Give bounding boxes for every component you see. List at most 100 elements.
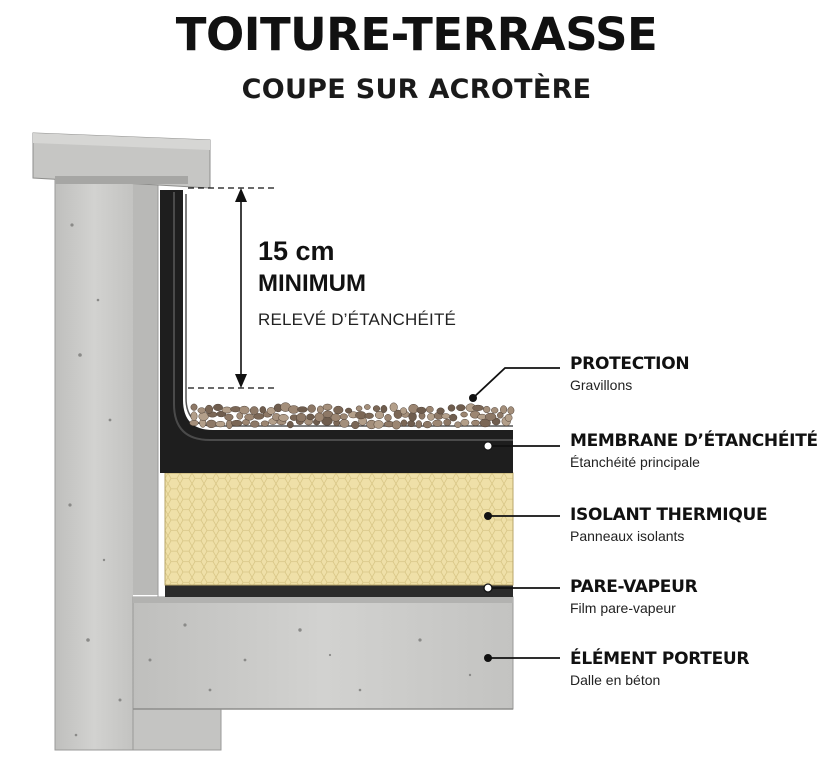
gravel-pebble xyxy=(250,420,260,428)
gravel-pebble xyxy=(364,412,374,419)
gravel-layer xyxy=(189,402,515,430)
gravel-pebble xyxy=(239,405,250,415)
label-membrane-desc: Étanchéité principale xyxy=(570,454,700,470)
gravel-pebble xyxy=(441,413,451,419)
gravel-pebble xyxy=(244,413,255,421)
label-membrane-name: MEMBRANE D’ÉTANCHÉITÉ xyxy=(570,431,818,451)
gravel-pebble xyxy=(447,404,456,412)
gravel-pebble xyxy=(373,420,384,429)
gravel-pebble xyxy=(278,414,289,422)
label-insulation: ISOLANT THERMIQUE Panneaux isolants xyxy=(570,505,768,544)
gravel-pebble xyxy=(483,405,491,414)
gravel-pebble xyxy=(322,403,333,411)
gravel-pebble xyxy=(355,411,367,420)
gravel-pebble xyxy=(484,412,497,421)
gravel-pebble xyxy=(436,407,445,415)
gravel-pebble xyxy=(427,412,435,421)
concrete-texture xyxy=(68,223,472,737)
gravel-pebble xyxy=(330,413,341,422)
label-structure: ÉLÉMENT PORTEUR Dalle en béton xyxy=(570,649,749,688)
dimension-note: MINIMUM xyxy=(258,270,366,297)
gravel-pebble xyxy=(391,420,401,430)
gravel-pebble xyxy=(415,420,423,429)
gravel-pebble xyxy=(316,405,324,414)
label-protection: PROTECTION Gravillons xyxy=(570,354,690,393)
gravel-pebble xyxy=(306,413,315,421)
gravel-pebble xyxy=(380,405,388,413)
gravel-pebble xyxy=(190,411,198,421)
gravel-pebble xyxy=(206,419,217,429)
coping-cap xyxy=(32,132,211,189)
gravel-pebble xyxy=(416,406,427,414)
leader-lines xyxy=(472,367,560,659)
gravel-pebble xyxy=(471,419,480,426)
gravel-pebble xyxy=(472,404,484,411)
label-insulation-desc: Panneaux isolants xyxy=(570,528,685,544)
label-structure-desc: Dalle en béton xyxy=(570,672,661,688)
dimension-line xyxy=(188,187,278,389)
gravel-pebble xyxy=(249,406,259,415)
gravel-pebble xyxy=(339,419,350,428)
diagram-title: TOITURE-TERRASSE xyxy=(175,8,658,61)
gravel-pebble xyxy=(189,419,199,427)
gravel-pebble xyxy=(333,405,344,415)
membrane-layer xyxy=(160,190,513,473)
gravel-pebble xyxy=(460,418,470,427)
gravel-pebble xyxy=(425,405,434,413)
gravel-pebble xyxy=(190,403,198,411)
gravel-pebble xyxy=(231,419,243,427)
gravel-pebble xyxy=(260,420,270,427)
gravel-pebble xyxy=(259,406,267,414)
gravel-pebble xyxy=(389,402,398,412)
gravel-pebble xyxy=(372,405,381,412)
gravel-pebble xyxy=(504,413,513,422)
gravel-pebble xyxy=(355,405,363,412)
gravel-pebble xyxy=(297,406,308,413)
gravel-pebble xyxy=(224,413,234,421)
gravel-pebble xyxy=(364,404,371,410)
gravel-pebble xyxy=(198,411,209,421)
concrete-slab xyxy=(132,596,514,751)
gravel-pebble xyxy=(236,412,244,420)
gravel-pebble xyxy=(497,411,504,419)
gravel-pebble xyxy=(460,411,468,418)
gravel-pebble xyxy=(456,404,466,412)
dimension-value: 15 cm xyxy=(258,236,335,266)
gravel-pebble xyxy=(215,420,226,428)
label-insulation-name: ISOLANT THERMIQUE xyxy=(570,505,768,525)
gravel-pebble xyxy=(422,420,432,429)
gravel-pebble xyxy=(399,407,408,415)
gravel-pebble xyxy=(213,403,223,411)
gravel-pebble xyxy=(491,407,499,414)
label-vapour-barrier: PARE-VAPEUR Film pare-vapeur xyxy=(570,577,698,616)
diagram-subtitle: COUPE SUR ACROTÈRE xyxy=(241,74,592,105)
label-structure-name: ÉLÉMENT PORTEUR xyxy=(570,649,750,669)
label-vapour-barrier-name: PARE-VAPEUR xyxy=(570,577,698,597)
gravel-pebble xyxy=(197,407,206,414)
gravel-pebble xyxy=(384,414,392,422)
label-membrane: MEMBRANE D’ÉTANCHÉITÉ Étanchéité princip… xyxy=(570,431,818,470)
insulation-layer xyxy=(164,472,514,586)
gravel-pebble xyxy=(204,404,214,414)
gravel-pebble xyxy=(407,420,416,428)
gravel-pebble xyxy=(296,412,307,423)
gravel-pebble xyxy=(345,407,353,414)
gravel-pebble xyxy=(454,421,462,428)
gravel-pebble xyxy=(286,420,294,429)
gravel-pebble xyxy=(400,419,408,427)
gravel-pebble xyxy=(507,406,515,415)
label-protection-desc: Gravillons xyxy=(570,377,633,393)
label-vapour-barrier-desc: Film pare-vapeur xyxy=(570,600,676,616)
gravel-pebble xyxy=(314,412,325,422)
gravel-pebble xyxy=(500,405,508,414)
gravel-pebble xyxy=(374,411,385,419)
dimension-caption: RELEVÉ D’ÉTANCHÉITÉ xyxy=(258,310,457,329)
label-protection-name: PROTECTION xyxy=(570,354,690,374)
gravel-pebble xyxy=(307,404,316,413)
vapour-barrier-layer xyxy=(165,585,513,597)
gravel-pebble xyxy=(339,413,348,420)
gravel-pebble xyxy=(443,418,452,426)
leader-dots xyxy=(469,394,493,662)
gravel-pebble xyxy=(449,413,458,422)
